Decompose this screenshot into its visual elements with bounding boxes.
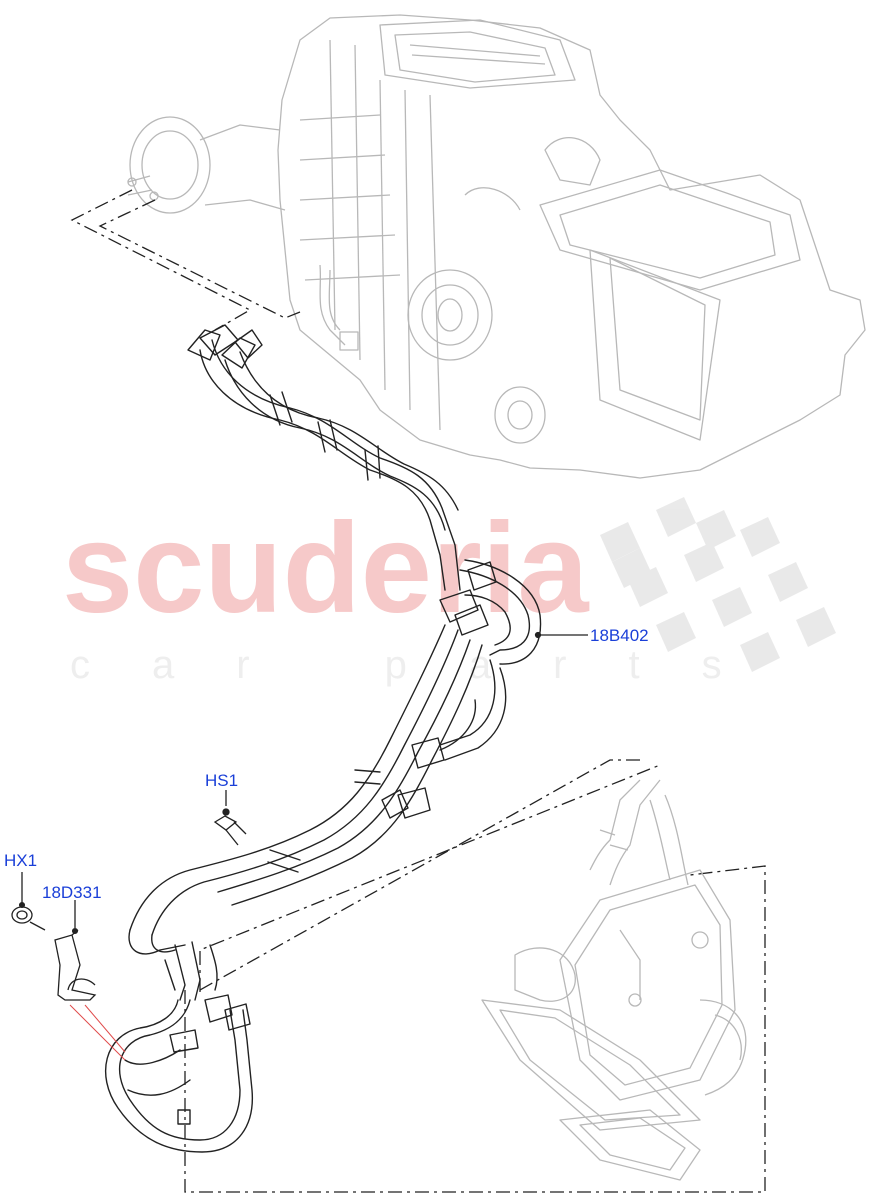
watermark: scuderia car parts xyxy=(62,497,836,687)
callout-label-hs1[interactable]: HS1 xyxy=(205,771,238,790)
callout-label-18d331[interactable]: 18D331 xyxy=(42,883,102,902)
assembly-leader-lines xyxy=(70,189,766,1193)
rear-heater-unit xyxy=(481,779,747,1181)
callout-label-18b402[interactable]: 18B402 xyxy=(590,626,649,645)
watermark-tagline: car parts xyxy=(70,643,784,687)
hose-assembly-18b402[interactable] xyxy=(104,324,542,1153)
bracket-18d331[interactable] xyxy=(54,900,97,1001)
checkered-flag-logo xyxy=(600,497,836,672)
callout-label-hx1[interactable]: HX1 xyxy=(4,851,37,870)
grommet-hx1[interactable] xyxy=(11,872,46,931)
watermark-brand: scuderia xyxy=(62,497,589,640)
hvac-unit xyxy=(127,14,866,479)
bracket-position-leader xyxy=(69,1004,126,1061)
clip-hs1[interactable] xyxy=(213,790,247,846)
